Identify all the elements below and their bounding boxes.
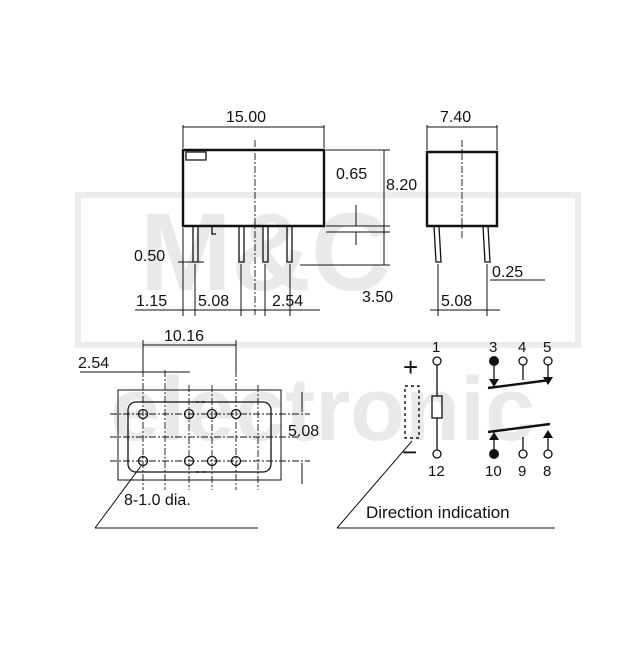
watermark-frame <box>75 192 581 348</box>
direction-caption: Direction indication <box>366 503 510 522</box>
caption-leader <box>336 440 413 529</box>
pin-group-spacing-label: 5.08 <box>198 293 229 310</box>
pin-number-label: 1 <box>432 339 440 356</box>
pcb-grid <box>110 370 310 490</box>
pcb-hole <box>183 455 195 467</box>
front-pin <box>286 226 293 263</box>
pcb-hole <box>230 455 242 467</box>
pin-width-label: 0.50 <box>134 248 165 265</box>
pin-number-label: 9 <box>518 463 526 480</box>
contact-3-marked <box>489 356 499 366</box>
pin-number-label: 5 <box>543 339 551 356</box>
pcb-outer-outline <box>117 389 282 481</box>
pin-pitch-label: 2.54 <box>272 293 303 310</box>
pcb-hole <box>183 408 195 420</box>
armature-top <box>487 378 551 390</box>
arrow-down <box>489 379 499 387</box>
armature-bottom <box>487 422 551 434</box>
front-pin <box>262 226 269 263</box>
side-body-outline <box>425 150 499 228</box>
edge-to-pin-label: 1.15 <box>136 293 167 310</box>
arrow-up <box>489 432 499 440</box>
schematic: + − 1 3 4 5 12 10 9 <box>336 339 555 529</box>
body-length-label: 15.00 <box>226 109 266 126</box>
contact-8 <box>543 449 553 459</box>
pcb-span-label: 10.16 <box>164 328 204 345</box>
body-height-label: 8.20 <box>386 177 417 194</box>
pcb-holes <box>137 408 242 467</box>
side-pin-spacing-label: 5.08 <box>441 293 472 310</box>
minus-sign: − <box>402 437 417 467</box>
body-width-label: 7.40 <box>440 109 471 126</box>
orientation-notch <box>185 151 207 161</box>
polarity-box <box>404 385 420 439</box>
pcb-pitch-label: 2.54 <box>78 355 109 372</box>
front-view: 15.00 0.65 8.20 3.50 0.50 1.15 5.08 2.54 <box>134 109 417 316</box>
contact-5 <box>543 356 553 366</box>
pcb-hole <box>206 408 218 420</box>
pin-number-label: 8 <box>543 463 551 480</box>
watermark: M&C electronic <box>75 191 581 460</box>
side-view: 7.40 5.08 0.25 <box>425 109 545 316</box>
front-body-outline <box>181 148 326 228</box>
pcb-hole <box>137 408 149 420</box>
pcb-layout: 10.16 2.54 5.08 8-1.0 dia. <box>78 328 319 529</box>
hole-leader <box>94 465 142 529</box>
pin-number-label: 3 <box>489 339 497 356</box>
pcb-hole <box>137 455 149 467</box>
coil-terminal-12 <box>432 449 442 459</box>
pin-thickness-label: 0.25 <box>492 264 523 281</box>
plus-sign: + <box>403 352 418 382</box>
side-pin <box>433 225 442 263</box>
contact-10-marked <box>489 449 499 459</box>
front-pin <box>192 226 199 263</box>
hole-note-label: 8-1.0 dia. <box>124 492 191 509</box>
front-pin-stub <box>211 226 216 235</box>
pcb-hole <box>230 408 242 420</box>
pcb-row-spacing-label: 5.08 <box>288 423 319 440</box>
contact-9 <box>518 449 528 459</box>
watermark-subtitle: electronic <box>110 360 535 460</box>
side-pin <box>482 225 491 263</box>
front-pin <box>238 226 245 263</box>
pcb-hole <box>206 455 218 467</box>
pin-length-label: 3.50 <box>362 289 393 306</box>
pin-number-label: 10 <box>485 463 502 480</box>
standoff-label: 0.65 <box>336 166 367 183</box>
pin-number-label: 12 <box>428 463 445 480</box>
pin-number-label: 4 <box>518 339 526 356</box>
arrow-up <box>543 430 553 438</box>
